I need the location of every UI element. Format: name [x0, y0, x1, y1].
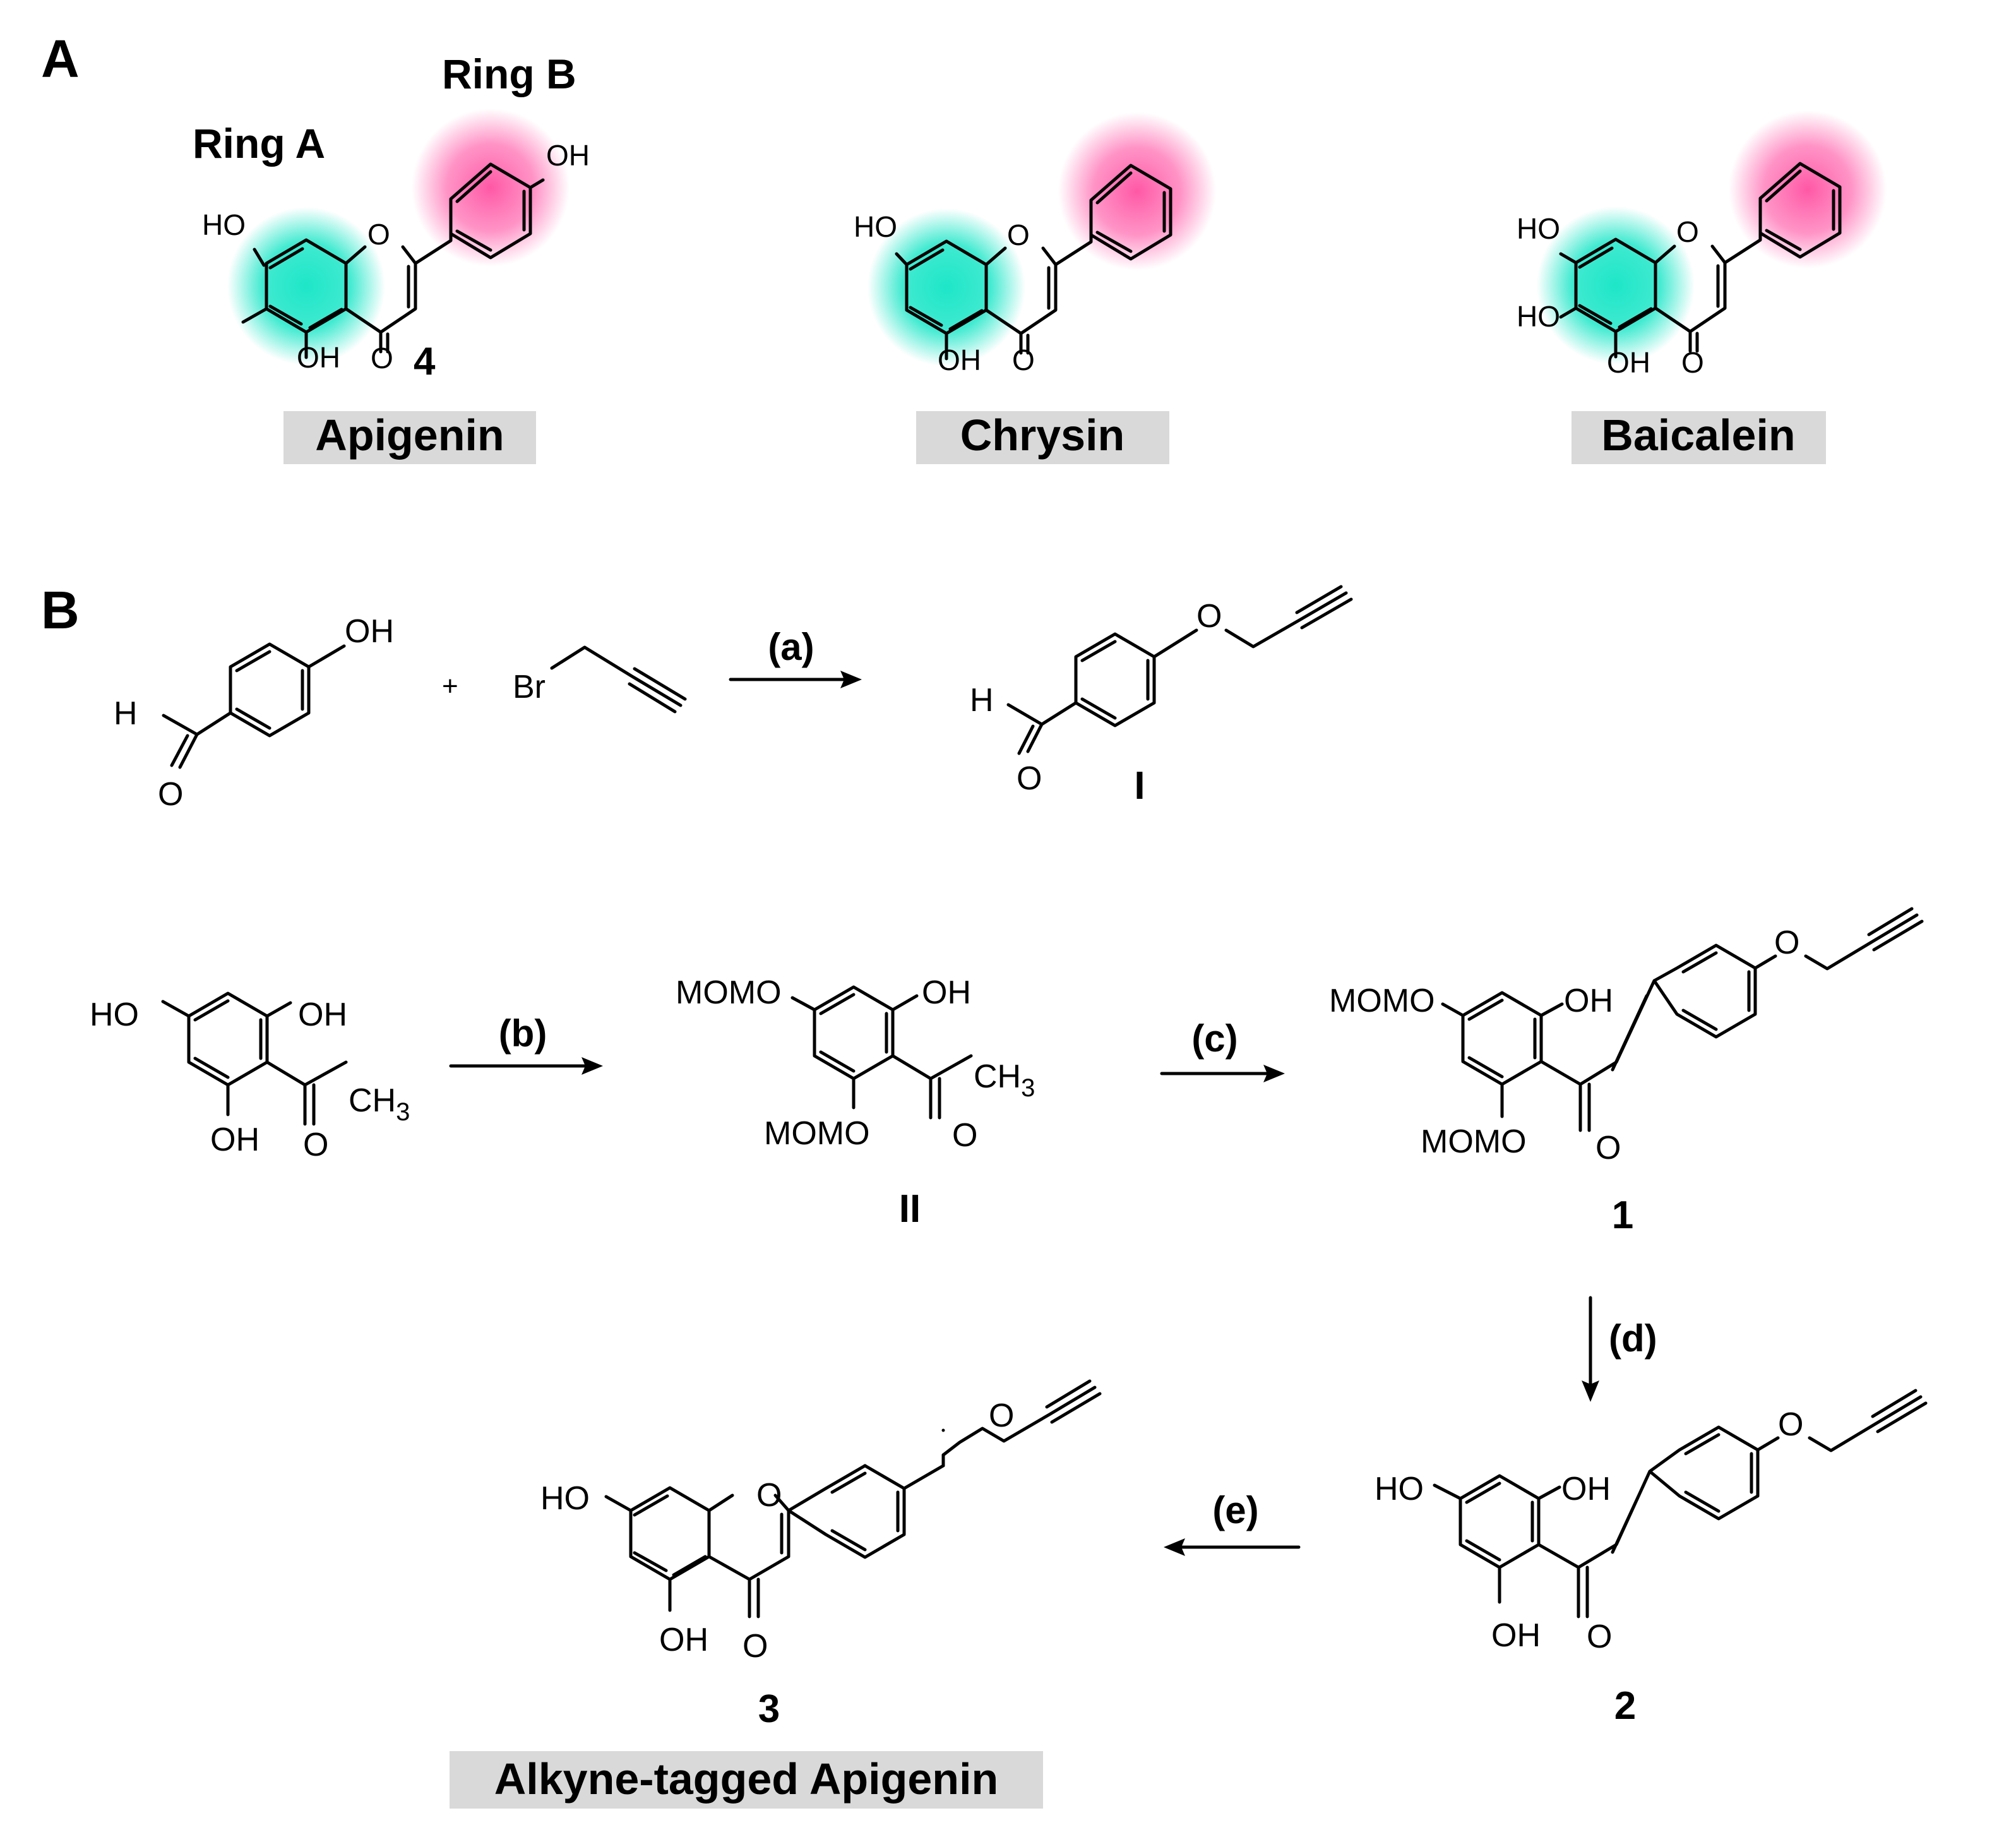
- oh-bottom: OH: [1491, 1617, 1541, 1654]
- baicalein-name-box: [1572, 411, 1826, 464]
- o: O: [1017, 760, 1042, 797]
- ring-b-highlight: [1729, 111, 1887, 268]
- o-ether: O: [1778, 1406, 1803, 1443]
- chrysin-name: Chrysin: [960, 410, 1125, 460]
- oh-5: OH: [297, 341, 340, 374]
- baicalein-structure: HO HO OH O O: [1517, 111, 1887, 379]
- o-1: O: [1676, 215, 1699, 248]
- baicalein-name: Baicalein: [1601, 410, 1795, 460]
- compound-ii-structure: MOMO OH MOMO CH3 O: [676, 974, 1035, 1154]
- compound-i-label: I: [1134, 764, 1145, 808]
- oh: OH: [922, 974, 971, 1011]
- ho: HO: [540, 1480, 590, 1517]
- propargyl-bromide-structure: Br: [513, 645, 687, 714]
- arrowhead-a: [840, 671, 862, 688]
- arrowhead-c: [1263, 1065, 1285, 1082]
- o-4: O: [1681, 346, 1704, 379]
- o: O: [158, 776, 183, 813]
- o-carbonyl: O: [1596, 1130, 1621, 1166]
- ring-b-highlight: [1058, 112, 1216, 270]
- ho: HO: [90, 996, 139, 1033]
- step-a-label: (a): [768, 626, 814, 668]
- panel-a-label: A: [41, 29, 80, 88]
- ch3-sub: 3: [396, 1098, 410, 1126]
- ring-a-label: Ring A: [193, 120, 325, 167]
- o-ether: O: [1774, 924, 1799, 961]
- ring-a-highlight: [227, 207, 385, 365]
- ch3-ch: CH: [349, 1082, 396, 1119]
- compound-1-structure: MOMO OH MOMO O O: [1329, 907, 1924, 1166]
- panel-b-label: B: [41, 580, 80, 640]
- oh-top: OH: [298, 996, 347, 1033]
- compound-3-label: 3: [758, 1687, 780, 1731]
- momo-top: MOMO: [676, 974, 782, 1011]
- momo-bottom: MOMO: [764, 1115, 870, 1152]
- compound-1-label: 1: [1612, 1194, 1633, 1237]
- compound-3-structure: HO O OH O O: [540, 1379, 1102, 1665]
- compound-i-structure: O H O: [970, 585, 1353, 797]
- arrowhead-e: [1164, 1538, 1185, 1556]
- compound-2-structure: HO OH OH O O: [1375, 1389, 1928, 1655]
- momo-top: MOMO: [1329, 983, 1435, 1019]
- step-b-label: (b): [499, 1012, 547, 1055]
- o-ether: O: [989, 1397, 1014, 1434]
- ho-6: HO: [1517, 300, 1560, 333]
- chrysin-structure: HO OH O O: [854, 112, 1216, 376]
- o-ether: O: [1196, 598, 1222, 635]
- ring-b-highlight: [412, 109, 570, 266]
- o-carbonyl: O: [303, 1127, 328, 1163]
- phloroacetophenone-structure: HO OH OH CH3 O: [90, 991, 410, 1163]
- o-ring: O: [756, 1477, 782, 1514]
- h: H: [114, 695, 138, 732]
- oh-4prime: OH: [546, 139, 590, 172]
- ch3-sub: 3: [1021, 1074, 1035, 1102]
- br: Br: [513, 669, 546, 705]
- oh: OH: [659, 1622, 708, 1658]
- oh-bottom: OH: [210, 1122, 259, 1158]
- oh: OH: [1564, 983, 1613, 1019]
- chrysin-name-box: [916, 411, 1169, 464]
- ch3: CH3: [974, 1058, 1035, 1102]
- ho-7: HO: [854, 210, 897, 243]
- arrowhead-b: [582, 1057, 603, 1075]
- compound-number-4: 4: [414, 340, 436, 383]
- oh-top: OH: [1561, 1471, 1611, 1507]
- o-carbonyl: O: [1587, 1619, 1612, 1655]
- o-1: O: [1007, 218, 1030, 251]
- o-4: O: [1012, 344, 1035, 376]
- o-1: O: [367, 218, 390, 251]
- h: H: [970, 682, 994, 719]
- ho-7: HO: [1517, 212, 1560, 245]
- o-carbonyl: O: [952, 1117, 977, 1154]
- oh-5: OH: [1607, 346, 1650, 379]
- step-e-label: (e): [1212, 1489, 1258, 1531]
- compound-2-label: 2: [1614, 1684, 1636, 1728]
- apigenin-name-box: [283, 411, 536, 464]
- plus-sign: +: [442, 671, 458, 702]
- alkyne-apigenin-name: Alkyne-tagged Apigenin: [494, 1754, 999, 1804]
- o-4: O: [371, 342, 393, 374]
- ho-7: HO: [202, 208, 246, 241]
- ring-b-label: Ring B: [442, 51, 576, 97]
- ch3: CH3: [349, 1082, 410, 1126]
- apigenin-structure: HO OH O O OH 4: [202, 109, 590, 383]
- ch3-ch: CH: [974, 1058, 1021, 1095]
- o-carbonyl: O: [743, 1628, 768, 1665]
- apigenin-name: Apigenin: [315, 410, 504, 460]
- momo-bottom: MOMO: [1421, 1123, 1527, 1160]
- ho: HO: [1375, 1471, 1424, 1507]
- oh: OH: [345, 613, 394, 650]
- compound-ii-label: II: [899, 1187, 921, 1231]
- step-d-label: (d): [1609, 1317, 1657, 1360]
- ring-a-highlight: [1537, 206, 1695, 364]
- alkyne-apigenin-name-box: [450, 1751, 1043, 1809]
- hydroxybenzaldehyde-structure: OH H O: [114, 613, 394, 813]
- ring-a-highlight: [868, 208, 1025, 366]
- step-c-label: (c): [1191, 1017, 1238, 1060]
- oh-5: OH: [938, 344, 981, 376]
- arrowhead-d: [1582, 1380, 1599, 1402]
